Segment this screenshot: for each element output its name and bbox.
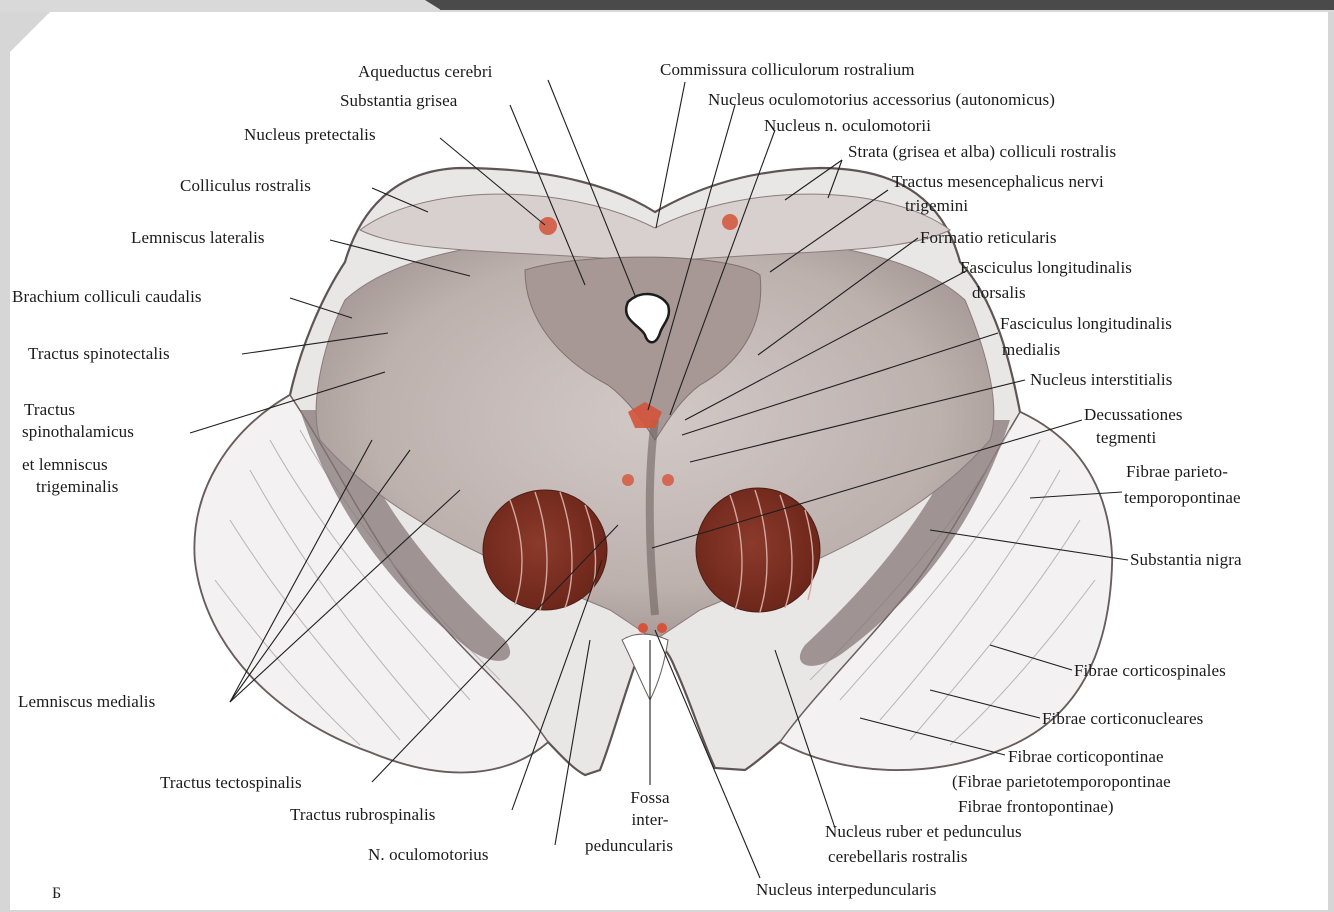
label-nucleus-pretectalis: Nucleus pretectalis — [244, 125, 376, 144]
label-decussationes-line2: tegmenti — [1096, 428, 1156, 447]
label-tractus-spinothalamicus-line2: spinothalamicus — [22, 422, 134, 441]
nucleus-pretectalis-left-dot — [539, 217, 557, 235]
label-colliculus-rostralis: Colliculus rostralis — [180, 176, 311, 195]
label-tractus-mesencephalicus-line2: trigemini — [905, 196, 968, 215]
label-fld-line2: dorsalis — [972, 283, 1026, 302]
label-nucleus-ruber-line2: cerebellaris rostralis — [828, 847, 968, 866]
label-lemniscus-medialis: Lemniscus medialis — [18, 692, 155, 711]
label-substantia-grisea: Substantia grisea — [340, 91, 457, 110]
label-tractus-spinothalamicus-line4: trigeminalis — [36, 477, 118, 496]
label-fossa-line1: Fossa — [612, 788, 688, 807]
label-nucleus-n-oculomotorii: Nucleus n. oculomotorii — [764, 116, 931, 135]
label-commissura-colliculorum: Commissura colliculorum rostralium — [660, 60, 915, 79]
label-strata-colliculi: Strata (grisea et alba) colliculi rostra… — [848, 142, 1116, 161]
label-brachium-colliculi-caudalis: Brachium colliculi caudalis — [12, 287, 202, 306]
label-substantia-nigra: Substantia nigra — [1130, 550, 1242, 569]
label-nucleus-ruber-line1: Nucleus ruber et pedunculus — [825, 822, 1022, 841]
label-aqueductus-cerebri: Aqueductus cerebri — [358, 62, 492, 81]
label-fibrae-corticonucleares: Fibrae corticonucleares — [1042, 709, 1203, 728]
label-fibrae-parieto-line1: Fibrae parieto- — [1126, 462, 1228, 481]
label-fossa-line2: inter- — [612, 810, 688, 829]
label-fld-line1: Fasciculus longitudinalis — [960, 258, 1132, 277]
label-tractus-rubrospinalis: Tractus rubrospinalis — [290, 805, 436, 824]
label-fibrae-corticopontinae-line1: Fibrae corticopontinae — [1008, 747, 1164, 766]
label-n-oculomotorius: N. oculomotorius — [368, 845, 489, 864]
label-tractus-spinotectalis: Tractus spinotectalis — [28, 344, 170, 363]
label-lemniscus-lateralis: Lemniscus lateralis — [131, 228, 265, 247]
label-tractus-tectospinalis: Tractus tectospinalis — [160, 773, 302, 792]
label-nucleus-interpeduncularis: Nucleus interpeduncularis — [756, 880, 936, 899]
label-fibrae-corticopontinae-line3: Fibrae frontopontinae) — [958, 797, 1114, 816]
label-fibrae-parieto-line2: temporopontinae — [1124, 488, 1241, 507]
label-flm-line1: Fasciculus longitudinalis — [1000, 314, 1172, 333]
nucleus-ruber-right — [696, 488, 820, 612]
label-nucleus-interstitialis: Nucleus interstitialis — [1030, 370, 1172, 389]
accessory-nucleus-dot-left — [622, 474, 634, 486]
figure-panel-letter: Б — [52, 885, 61, 903]
label-fibrae-corticospinales: Fibrae corticospinales — [1074, 661, 1226, 680]
label-tractus-spinothalamicus-line3: et lemniscus — [22, 455, 108, 474]
label-tractus-spinothalamicus-line1: Tractus — [24, 400, 75, 419]
interpeduncular-dot-right — [657, 623, 667, 633]
label-formatio-reticularis: Formatio reticularis — [920, 228, 1057, 247]
label-tractus-mesencephalicus-line1: Tractus mesencephalicus nervi — [892, 172, 1104, 191]
accessory-nucleus-dot-right — [662, 474, 674, 486]
label-flm-line2: medialis — [1002, 340, 1060, 359]
label-fibrae-corticopontinae-line2: (Fibrae parietotemporopontinae — [952, 772, 1171, 791]
interpeduncular-dot-left — [638, 623, 648, 633]
label-fossa-line3: peduncularis — [585, 836, 673, 855]
label-decussationes-line1: Decussationes — [1084, 405, 1183, 424]
nucleus-pretectalis-right-dot — [722, 214, 738, 230]
label-nucleus-oculomotorius-accessorius: Nucleus oculomotorius accessorius (auton… — [708, 90, 1055, 109]
